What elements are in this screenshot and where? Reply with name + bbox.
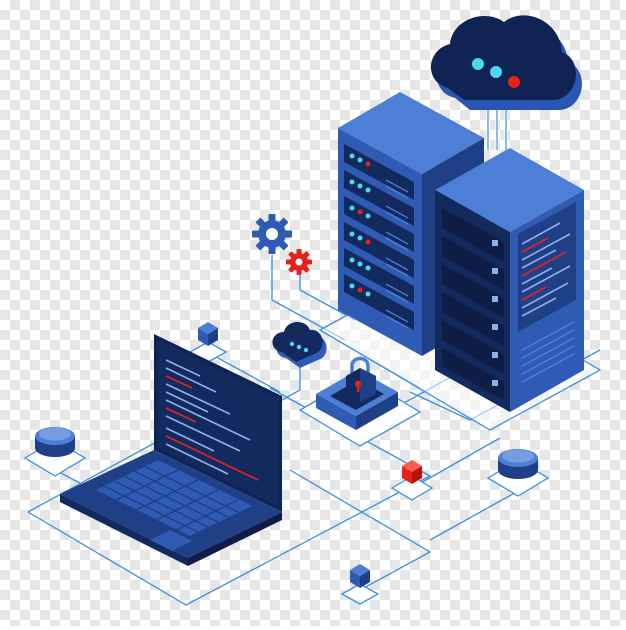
cloud-icon <box>430 15 582 110</box>
touchpad <box>150 530 192 551</box>
database-disk-icon <box>35 427 75 457</box>
keyboard-keys <box>103 465 239 533</box>
cube-icon <box>198 322 218 346</box>
drive-slots <box>442 208 504 400</box>
terminal-lines <box>165 359 259 481</box>
square-indicators <box>492 240 498 386</box>
code-lines <box>521 222 571 317</box>
keyboard <box>96 460 252 536</box>
server-rack-icon <box>435 148 584 412</box>
code-screen <box>518 202 576 332</box>
vent-lines <box>385 179 409 329</box>
cloud-icon <box>272 321 327 368</box>
bottom-vents <box>521 321 575 383</box>
cube-icon <box>350 564 370 588</box>
laptop-screen <box>158 340 278 506</box>
gear-icon <box>286 249 312 275</box>
laptop-icon <box>60 334 282 566</box>
cube-icon <box>402 460 422 484</box>
status-leds <box>349 153 371 297</box>
database-disk-icon <box>498 449 538 479</box>
lock-icon <box>346 356 376 402</box>
gear-icon <box>252 214 292 254</box>
